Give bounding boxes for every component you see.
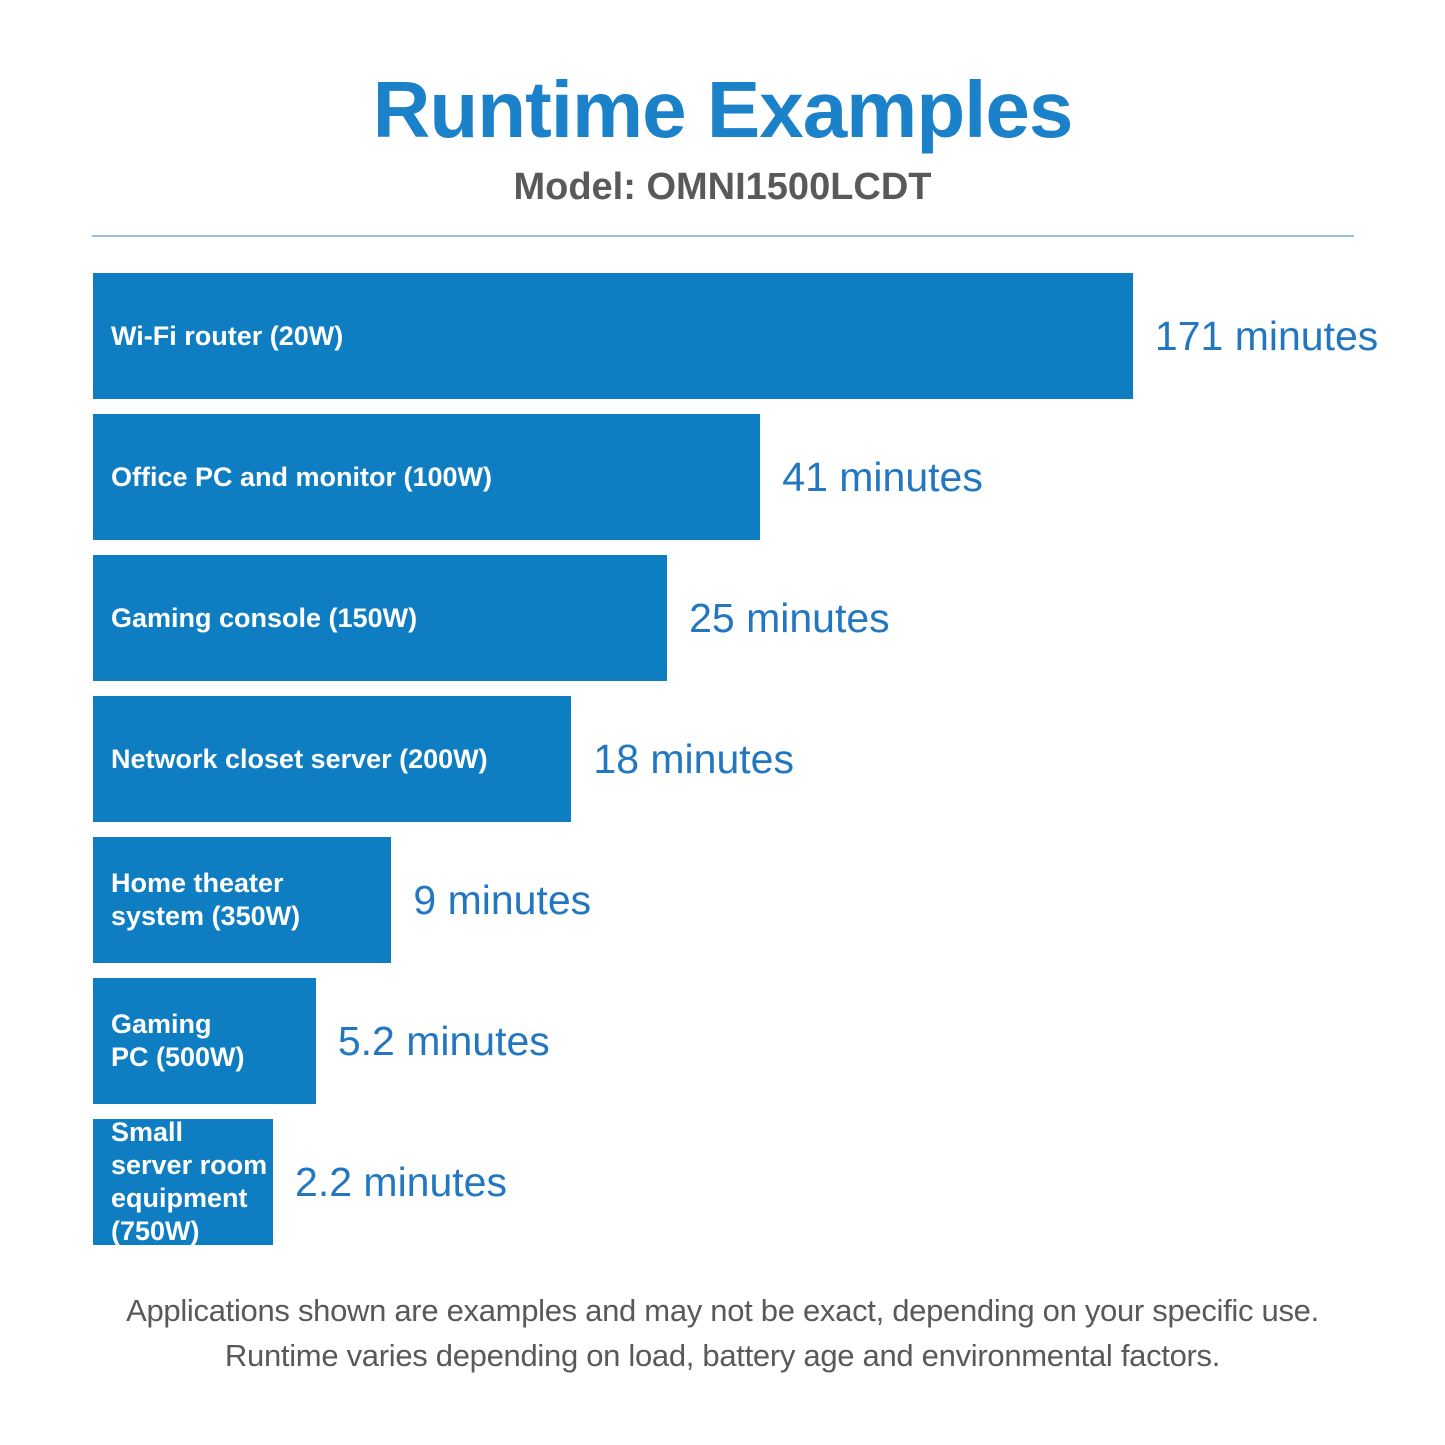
bar-label-server-room: Small server room equipment (750W) (111, 1117, 268, 1246)
value-label-server-room: 2.2 minutes (295, 1158, 507, 1205)
bar-label-office-pc: Office PC and monitor (100W) (111, 461, 493, 492)
value-label-gaming-console: 25 minutes (689, 594, 890, 641)
bar-label-home-theater: Home theater system (350W) (111, 868, 301, 931)
header-divider (92, 235, 1354, 237)
value-label-network-server: 18 minutes (593, 735, 794, 782)
bar-wifi-router: Wi-Fi router (20W) (93, 273, 1133, 399)
page-title: Runtime Examples (372, 65, 1074, 154)
bar-row-gaming-pc: Gaming PC (500W) 5.2 minutes (93, 978, 1352, 1104)
value-label-wifi-router: 171 minutes (1154, 312, 1379, 359)
bar-row-office-pc: Office PC and monitor (100W) 41 minutes (93, 414, 1352, 540)
bar-server-room: Small server room equipment (750W) (93, 1117, 274, 1246)
runtime-bar-chart: Wi-Fi router (20W) 171 minutes Office PC… (93, 273, 1378, 1246)
chart-header: Runtime Examples Model: OMNI1500LCDT (0, 0, 1445, 209)
disclaimer-text: Applications shown are examples and may … (126, 1293, 1319, 1373)
bar-label-gaming-console: Gaming console (150W) (111, 602, 418, 633)
bar-home-theater: Home theater system (350W) (93, 837, 392, 963)
bar-label-wifi-router: Wi-Fi router (20W) (111, 320, 344, 351)
bar-row-server-room: Small server room equipment (750W) 2.2 m… (93, 1117, 1352, 1246)
bar-label-network-server: Network closet server (200W) (111, 743, 488, 774)
value-label-gaming-pc: 5.2 minutes (337, 1017, 550, 1064)
model-subtitle: Model: OMNI1500LCDT (513, 166, 932, 208)
bar-row-gaming-console: Gaming console (150W) 25 minutes (93, 555, 1352, 681)
bar-row-network-server: Network closet server (200W) 18 minutes (93, 696, 1352, 822)
bar-office-pc: Office PC and monitor (100W) (93, 414, 761, 540)
value-label-office-pc: 41 minutes (782, 453, 983, 500)
bar-gaming-console: Gaming console (150W) (93, 555, 668, 681)
bar-network-server: Network closet server (200W) (93, 696, 572, 822)
value-label-home-theater: 9 minutes (413, 876, 592, 923)
bar-label-gaming-pc: Gaming PC (500W) (111, 1009, 245, 1072)
bar-gaming-pc: Gaming PC (500W) (93, 978, 316, 1104)
bar-row-home-theater: Home theater system (350W) 9 minutes (93, 837, 1352, 963)
bar-row-wifi-router: Wi-Fi router (20W) 171 minutes (93, 273, 1378, 399)
